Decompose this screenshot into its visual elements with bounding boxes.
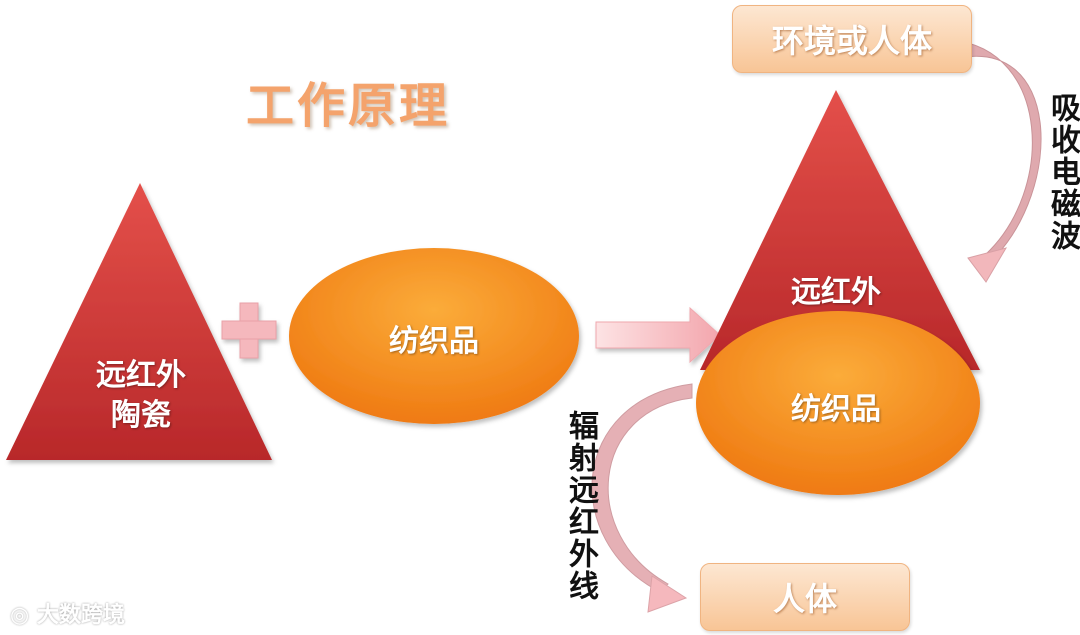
right-ellipse-label: 纺织品 <box>791 392 881 427</box>
plus-icon <box>221 302 277 359</box>
radiate-far-infrared-label: 辐射远红外线 <box>563 410 598 602</box>
human-body-box: 人体 <box>700 563 910 631</box>
triangle-label-line2: 陶瓷 <box>111 398 171 433</box>
radiate-curve-arrow-icon <box>591 383 693 613</box>
watermark: ◎ 大数跨境 <box>10 597 125 629</box>
right-arrow-icon <box>595 306 721 364</box>
far-infrared-cone <box>700 90 980 370</box>
watermark-logo-icon: ◎ <box>10 603 30 628</box>
triangle-label-line1: 远红外 <box>96 358 186 393</box>
page-title: 工作原理 <box>246 78 451 134</box>
absorb-curve-arrow-icon <box>949 39 1042 283</box>
textile-ellipse-right <box>696 311 980 495</box>
triangle-label: 远红外 陶瓷 <box>76 356 206 436</box>
cone-label: 远红外 <box>791 275 881 310</box>
environment-or-body-box: 环境或人体 <box>732 5 972 73</box>
left-ellipse-label: 纺织品 <box>389 324 479 359</box>
absorb-electromagnetic-label: 吸收电磁波 <box>1045 92 1080 252</box>
far-infrared-ceramic-triangle <box>6 183 272 460</box>
watermark-text: 大数跨境 <box>36 603 125 628</box>
textile-ellipse-left <box>289 248 579 424</box>
